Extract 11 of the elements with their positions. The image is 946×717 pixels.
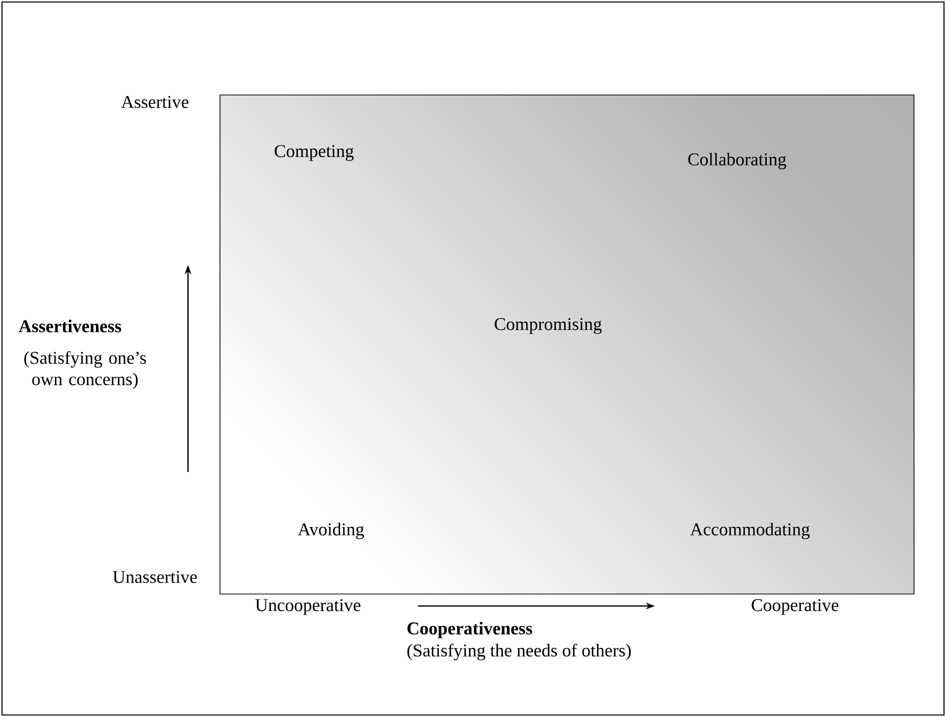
axis-label: (Satisfying one’s own concerns) xyxy=(24,351,146,389)
style-label: Compromising xyxy=(494,318,602,334)
style-label: Accommodating xyxy=(690,522,810,540)
axis-title: Assertiveness xyxy=(18,320,122,332)
style-label: Competing xyxy=(274,145,354,161)
style-label: Avoiding xyxy=(298,522,364,540)
axis-label: Assertive xyxy=(121,96,188,108)
axis-title: Cooperativeness xyxy=(407,622,532,638)
axis-label: (Satisfying the needs of others) xyxy=(407,644,631,660)
style-label: Collaborating xyxy=(688,152,786,170)
axis-label: Unassertive xyxy=(112,570,197,584)
